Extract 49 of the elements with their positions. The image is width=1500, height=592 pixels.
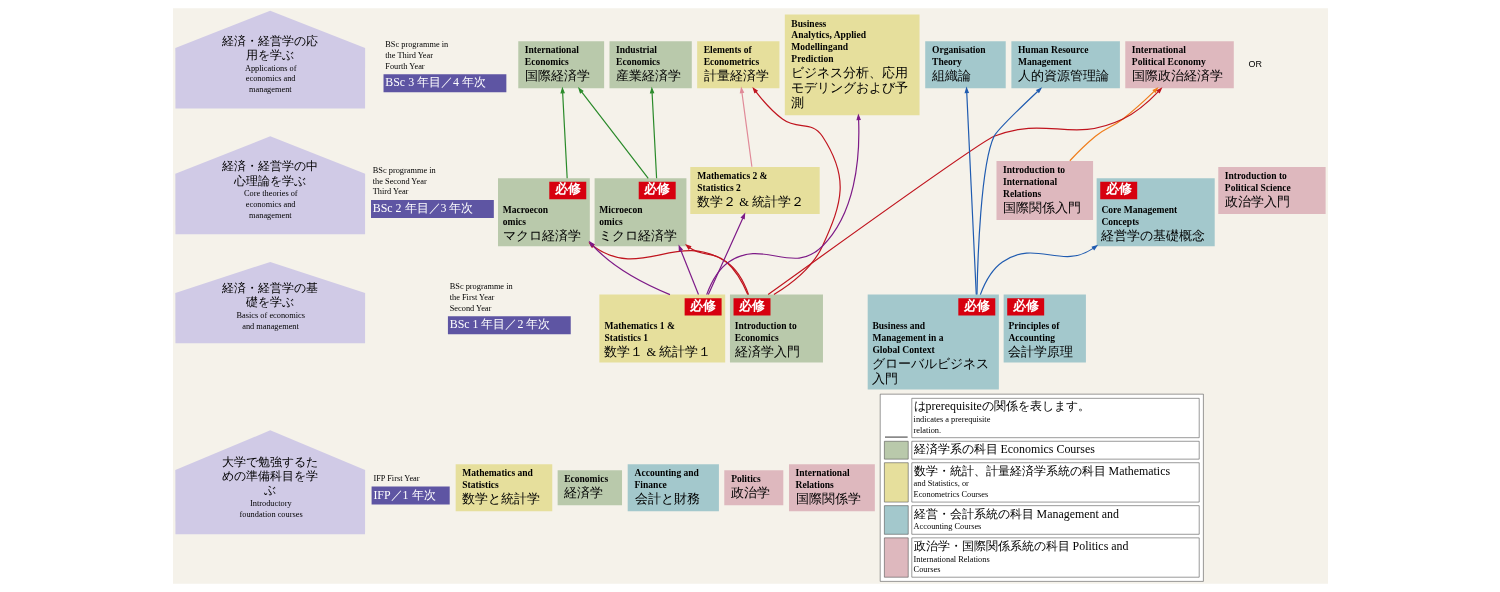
node-box: 必修 bbox=[548, 181, 586, 200]
node-box: International Economics 国際経済学 bbox=[517, 41, 604, 89]
node-box: Elements of Econometrics 計量経済学 bbox=[696, 41, 779, 89]
node-box: Introduction to International Relations 国際関係入門 bbox=[996, 161, 1093, 220]
node-label: BSc programme in the First Year Second Year bbox=[449, 282, 513, 313]
node-box: Human Resource Management 人的資源管理論 bbox=[1010, 41, 1120, 89]
legend-label: 数学・統計、計量経済学系統の科目 Mathematics and Statistics, or Econometrics Courses bbox=[913, 463, 1170, 500]
node-label: BSc programme in the Third Year Fourth Year bbox=[384, 40, 448, 71]
node-box: 必修 bbox=[957, 298, 995, 316]
node-box: IFP／1 年次 bbox=[371, 486, 450, 505]
node-box: Mathematics and Statistics 数学と統計学 bbox=[455, 464, 552, 512]
legend-label: はprerequisiteの関係を表します。 indicates a prerequisite relation. bbox=[913, 399, 1090, 435]
legend-label: 経済学系の科目 Economics Courses bbox=[913, 442, 1095, 457]
node-box: 必修 bbox=[684, 298, 722, 316]
arrow bbox=[707, 212, 745, 296]
node-box: BSc 2 年目／3 年次 bbox=[370, 200, 494, 218]
arrow bbox=[684, 244, 748, 296]
node-box: International Relations 国際関係学 bbox=[788, 464, 875, 512]
node-label: IFP First Year bbox=[372, 474, 420, 484]
node-box: Mathematics 2 & Statistics 2 数学２ & 統計学２ bbox=[689, 166, 820, 215]
arrow bbox=[559, 86, 568, 179]
arrow bbox=[577, 87, 649, 179]
arrow bbox=[979, 244, 1098, 296]
node-box: Organisation Theory 組織論 bbox=[924, 41, 1006, 89]
node-box: Business Analytics, Applied Modellingand Prediction ビジネス分析、応用モデリングおよび予測 bbox=[784, 14, 920, 116]
arrow bbox=[767, 87, 1162, 296]
arrow bbox=[705, 113, 861, 296]
arrow bbox=[751, 87, 841, 296]
node-box: International Political Economy 国際政治経済学 bbox=[1124, 41, 1234, 89]
node-label: BSc programme in the Second Year Third Year bbox=[372, 166, 436, 197]
arrow bbox=[739, 86, 752, 168]
arrow bbox=[975, 87, 1042, 296]
node-box: BSc 1 年目／2 年次 bbox=[447, 316, 571, 335]
node-box: 必修 bbox=[733, 298, 770, 316]
legend-label: 政治学・国際関係系統の科目 Politics and International Relations Courses bbox=[913, 538, 1128, 575]
node-box: Introduction to Political Science 政治学入門 bbox=[1217, 166, 1326, 215]
arrow bbox=[1068, 87, 1159, 162]
node-box: Industrial Economics 産業経済学 bbox=[609, 41, 692, 89]
node-box: Accounting and Finance 会計と財務 bbox=[627, 464, 719, 512]
node-box: Economics 経済学 bbox=[557, 470, 622, 506]
node-box: BSc 3 年目／4 年次 bbox=[383, 74, 506, 93]
node-box: 必修 bbox=[638, 181, 676, 200]
arrow bbox=[678, 244, 699, 296]
node-box: 必修 bbox=[1006, 298, 1044, 316]
node-box: 必修 bbox=[1099, 181, 1137, 200]
legend-label: 経営・会計系統の科目 Management and Accounting Courses bbox=[913, 506, 1119, 532]
label: OR bbox=[1248, 58, 1262, 69]
arrow bbox=[649, 86, 657, 179]
node-box: Politics 政治学 bbox=[723, 470, 783, 506]
